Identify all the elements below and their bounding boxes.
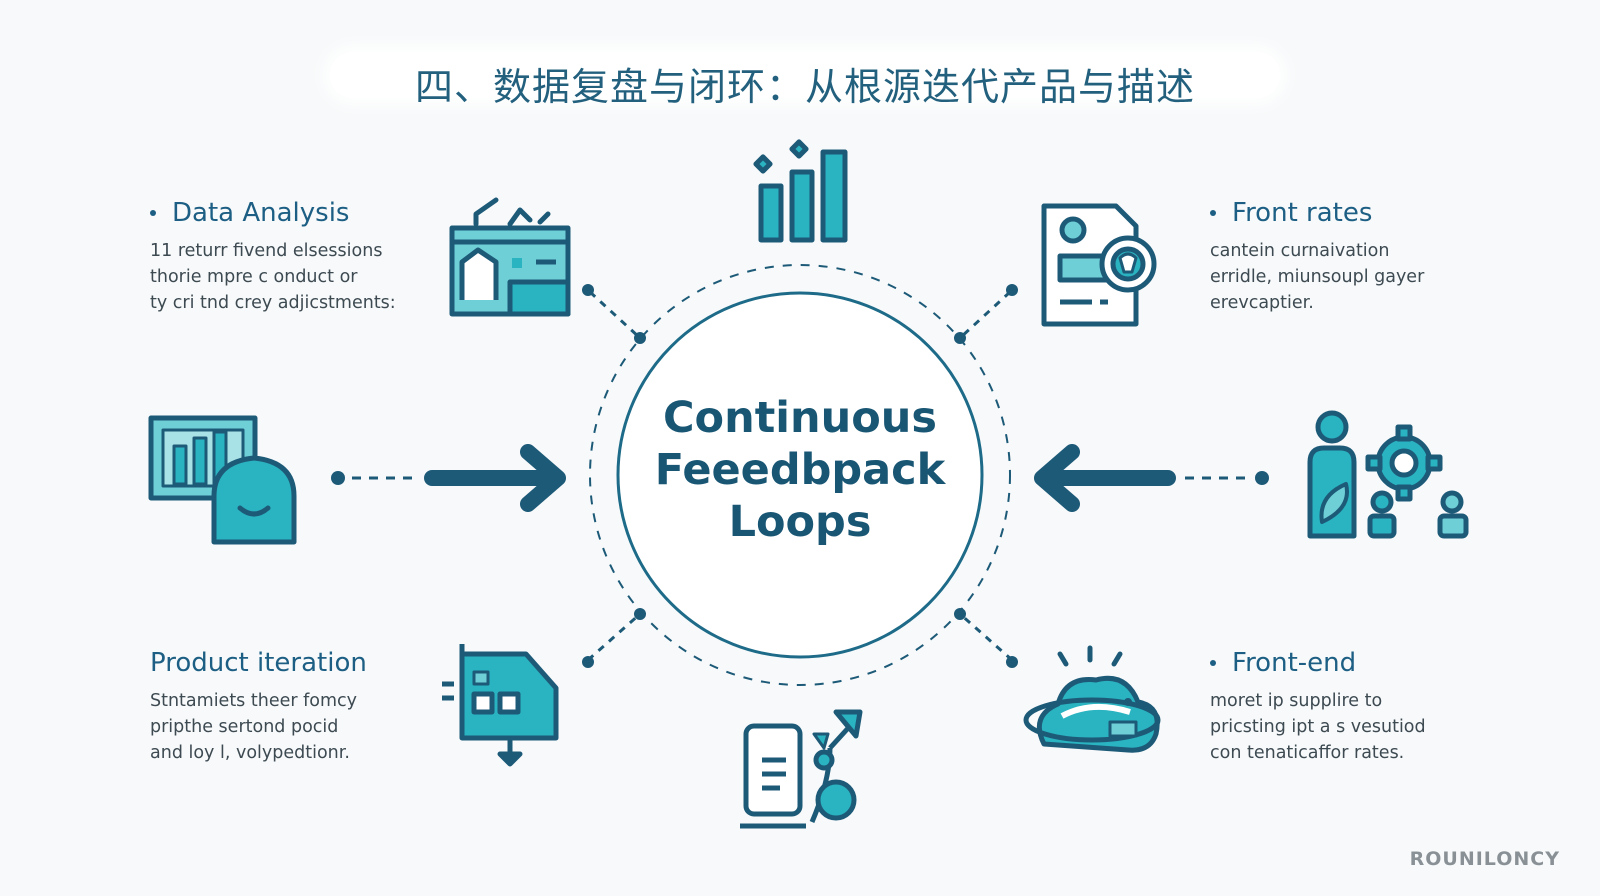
panel-heading: Product iteration bbox=[150, 648, 367, 678]
center-label-line-1: Continuous bbox=[663, 393, 937, 443]
panel-line: thorie mpre c onduct or bbox=[150, 267, 358, 287]
panel-heading: Front-end bbox=[1210, 648, 1426, 678]
panel-heading-text: Front rates bbox=[1232, 198, 1373, 228]
connector-top-right bbox=[954, 284, 1018, 344]
page-title: 四、数据复盘与闭环：从根源迭代产品与描述 bbox=[414, 65, 1195, 109]
center-label-line-2: Feeedbpack bbox=[654, 445, 946, 495]
team-gear-icon bbox=[1307, 410, 1469, 539]
panel-heading: Data Analysis bbox=[150, 198, 396, 228]
mobile-share-icon bbox=[740, 709, 863, 829]
panel-line: 11 returr fivend elsessions bbox=[150, 241, 383, 261]
cloud-globe-icon bbox=[1023, 645, 1161, 753]
panel-line: and loy l, volypedtionr. bbox=[150, 743, 350, 763]
bullet-dot bbox=[150, 210, 156, 216]
panel-heading: Front rates bbox=[1210, 198, 1424, 228]
panel-line: con tenaticaffor rates. bbox=[1210, 743, 1405, 763]
center-label-line-3: Loops bbox=[728, 497, 872, 547]
analytics-monitor-icon bbox=[148, 415, 297, 545]
document-badge-icon bbox=[1041, 203, 1157, 327]
panel-heading-text: Product iteration bbox=[150, 648, 367, 678]
outer-dashed-ring bbox=[589, 264, 1011, 686]
dashboard-window-icon bbox=[449, 197, 571, 317]
bullet-dot bbox=[1210, 660, 1216, 666]
panel-heading-text: Data Analysis bbox=[172, 198, 350, 228]
panel-product-iteration: Product iteration Stntamiets theer fomcy… bbox=[150, 648, 367, 766]
panel-line: erridle, miunsoupl gayer bbox=[1210, 267, 1425, 287]
arrow-left-icon bbox=[1034, 444, 1269, 512]
panel-line: pricsting ipt a s vesutiod bbox=[1210, 717, 1426, 737]
blueprint-file-icon bbox=[442, 644, 559, 767]
center-label: Continuous Feeedbpack Loops bbox=[620, 392, 980, 548]
panel-front-rates: Front rates cantein curnaivation erridle… bbox=[1210, 198, 1424, 316]
panel-line: Stntamiets theer fomcy bbox=[150, 691, 358, 711]
panel-line: cantein curnaivation bbox=[1210, 241, 1390, 261]
panel-line: ty cri tnd crey adjicstments: bbox=[150, 293, 396, 313]
center-circle bbox=[616, 291, 984, 659]
connector-top-left bbox=[582, 284, 646, 344]
panel-front-end: Front-end moret ip supplire to pricsting… bbox=[1210, 648, 1426, 766]
bullet-dot bbox=[1210, 210, 1216, 216]
title-backdrop bbox=[330, 52, 1280, 98]
connector-bottom-right bbox=[954, 608, 1018, 668]
connector-bottom-left bbox=[582, 608, 646, 668]
panel-data-analysis: Data Analysis 11 returr fivend elsession… bbox=[150, 198, 396, 316]
brand-watermark: ROUNILONCY bbox=[1409, 848, 1560, 870]
bar-chart-icon bbox=[753, 139, 848, 243]
panel-heading-text: Front-end bbox=[1232, 648, 1357, 678]
panel-line: moret ip supplire to bbox=[1210, 691, 1383, 711]
panel-line: erevcaptier. bbox=[1210, 293, 1314, 313]
panel-line: pripthe sertond pocid bbox=[150, 717, 339, 737]
arrow-right-icon bbox=[331, 444, 566, 512]
